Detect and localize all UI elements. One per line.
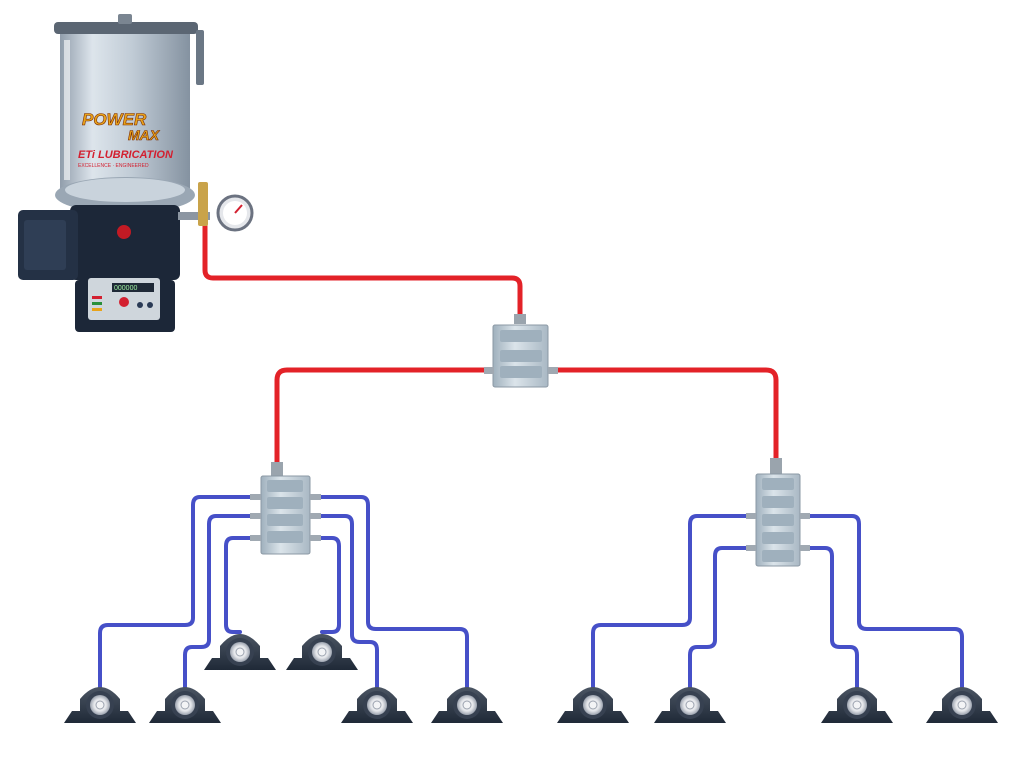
right-line-3 [798, 546, 859, 692]
right-line-2 [688, 546, 757, 692]
primary-divider-block [484, 314, 558, 388]
pillow-block-bearing-icon [821, 687, 893, 723]
pillow-block-bearing-icon [557, 687, 629, 723]
left-line-6 [308, 495, 469, 692]
right-line-1 [591, 514, 757, 692]
left-line-4 [308, 536, 341, 634]
pillow-block-bearing-icon [654, 687, 726, 723]
pump-tagline: EXCELLENCE · ENGINEERED [78, 163, 149, 169]
pillow-block-bearing-icon [926, 687, 998, 723]
pillow-block-bearing-icon [286, 634, 358, 670]
primary-to-right-line [542, 367, 779, 468]
right-line-4 [798, 514, 964, 692]
pillow-block-bearing-icon [341, 687, 413, 723]
pump-logo-line1: POWER [82, 110, 147, 129]
left-line-3 [224, 536, 260, 634]
left-line-2 [183, 514, 260, 692]
bearings [64, 634, 998, 723]
pressure-gauge-icon [216, 194, 254, 232]
pump-company-name: ETi LUBRICATION [78, 149, 174, 161]
main-red-lines [202, 222, 779, 473]
grease-pump-icon: POWER MAX ETi LUBRICATION EXCELLENCE · E… [18, 14, 254, 332]
left-divider-block [250, 462, 321, 555]
secondary-blue-lines [98, 495, 964, 692]
pillow-block-bearing-icon [431, 687, 503, 723]
pillow-block-bearing-icon [149, 687, 221, 723]
pillow-block-bearing-icon [204, 634, 276, 670]
right-divider-block [746, 458, 810, 567]
left-line-1 [98, 495, 260, 692]
pump-logo-line2: MAX [128, 127, 161, 143]
left-line-5 [308, 514, 379, 690]
primary-to-left-line [274, 367, 498, 473]
pump-to-primary-line [202, 222, 523, 321]
pillow-block-bearing-icon [64, 687, 136, 723]
pump-display: 000000 [114, 285, 137, 292]
